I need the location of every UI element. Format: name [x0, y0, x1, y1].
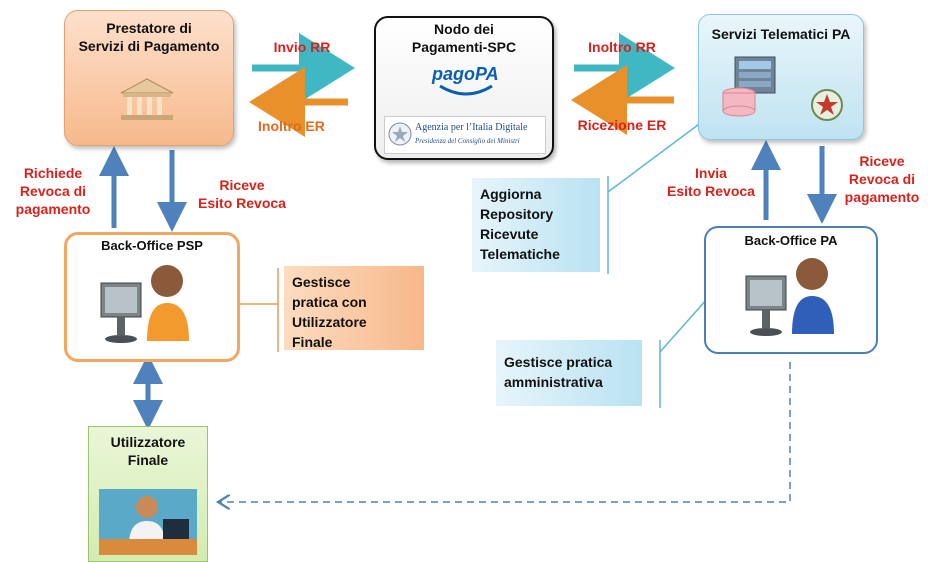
italian-emblem-icon — [811, 89, 843, 121]
note-aggiorna-line3: Ricevute — [480, 226, 539, 242]
label-riceve-revoca-line3: pagamento — [844, 189, 920, 205]
utilizzatore-finale-box: Utilizzatore Finale — [88, 426, 208, 562]
agid-name: Agenzia per l’Italia Digitale — [415, 122, 528, 133]
servizi-pa-box: Servizi Telematici PA — [698, 14, 864, 140]
note-gestisce-line4: Finale — [292, 334, 333, 350]
label-invia-esito-line2: Esito Revoca — [667, 183, 755, 199]
agid-emblem-icon — [388, 122, 412, 146]
label-riceve-revoca-line1: Riceve — [859, 153, 905, 169]
nodo-title-line2: Pagamenti-SPC — [411, 39, 517, 55]
note-gestisce-line2: pratica con — [292, 294, 367, 310]
uf-title-line2: Finale — [127, 452, 169, 468]
agid-subtitle: Presidenza del Consiglio dei Ministri — [415, 137, 520, 145]
note-pratica-amministrativa: Gestisce pratica amministrativa — [496, 340, 642, 406]
label-riceve-revoca: Riceve Revoca di pagamento — [836, 152, 928, 206]
note-gestisce-line1: Gestisce — [292, 274, 351, 290]
arrow-dashed-return — [218, 362, 791, 502]
backoffice-psp-title: Back-Office PSP — [101, 238, 203, 253]
end-user-icon — [99, 489, 197, 555]
label-richiede-revoca: Richiede Revoca di pagamento — [0, 164, 106, 218]
nodo-box: Nodo dei Pagamenti-SPC pagoPA Agenzia pe… — [374, 16, 554, 160]
backoffice-psp-box: Back-Office PSP — [64, 232, 240, 362]
label-inoltro-er: Inoltro ER — [258, 118, 325, 134]
server-database-icon — [722, 56, 776, 117]
note-aggiorna-line1: Aggiorna — [480, 186, 542, 202]
backoffice-pa-box: Back-Office PA — [704, 226, 878, 354]
note-amm-line1: Gestisce pratica — [504, 354, 613, 370]
label-ricezione-er: Ricezione ER — [577, 117, 667, 133]
label-riceve-revoca-line2: Revoca di — [848, 171, 916, 187]
label-riceve-esito-line1: Riceve — [219, 177, 265, 193]
label-riceve-esito-line2: Esito Revoca — [198, 195, 286, 211]
pagopa-logo: pagoPA — [432, 64, 499, 84]
servizi-pa-title: Servizi Telematici PA — [711, 26, 851, 42]
uf-title-line1: Utilizzatore — [110, 434, 186, 450]
label-invio-rr: Invio RR — [273, 39, 331, 55]
label-richiede-line3: pagamento — [15, 201, 91, 217]
note-aggiorna-line2: Repository — [480, 206, 554, 222]
psp-title-line1: Prestatore di — [106, 20, 192, 36]
label-invia-esito-line1: Invia — [695, 165, 727, 181]
note-aggiorna-repository: Aggiorna Repository Ricevute Telematiche — [472, 178, 600, 272]
label-richiede-line2: Revoca di — [19, 183, 87, 199]
note-aggiorna-line4: Telematiche — [480, 246, 560, 262]
label-riceve-esito: Riceve Esito Revoca — [190, 176, 294, 212]
psp-title-line2: Servizi di Pagamento — [78, 38, 220, 54]
label-inoltro-rr: Inoltro RR — [588, 39, 656, 55]
note-gestisce-utilizzatore: Gestisce pratica con Utilizzatore Finale — [284, 266, 424, 350]
bank-icon — [120, 78, 174, 120]
label-invia-esito: Invia Esito Revoca — [658, 164, 764, 200]
note-amm-line2: amministrativa — [504, 374, 603, 390]
note-gestisce-line3: Utilizzatore — [292, 314, 367, 330]
psp-box: Prestatore di Servizi di Pagamento — [64, 10, 234, 146]
operator-blue-icon — [745, 258, 834, 336]
backoffice-pa-title: Back-Office PA — [744, 233, 838, 248]
label-richiede-line1: Richiede — [23, 165, 83, 181]
agid-banner: Agenzia per l’Italia Digitale Presidenza… — [384, 116, 546, 154]
nodo-title-line1: Nodo dei — [434, 21, 494, 37]
operator-orange-icon — [100, 265, 189, 343]
pagopa-swoosh-icon — [439, 84, 493, 96]
